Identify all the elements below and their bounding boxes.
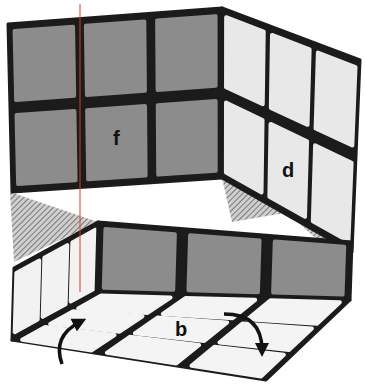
cube-sticker	[86, 21, 145, 95]
cube-sticker	[269, 124, 307, 217]
cube-sticker	[188, 235, 259, 292]
cube-sticker	[271, 35, 310, 125]
cube-sticker	[157, 16, 215, 90]
face-label: d	[282, 160, 294, 180]
cube-sticker	[107, 337, 199, 364]
guide-line	[80, 4, 81, 292]
turn-arrow	[59, 322, 80, 364]
turn-arrow	[224, 314, 262, 350]
cube-sticker	[219, 323, 311, 350]
face-label: b	[175, 319, 187, 339]
cube-sticker	[191, 347, 283, 377]
cube-sticker	[15, 27, 75, 100]
cube-sticker	[71, 230, 96, 302]
cube-sticker	[78, 296, 170, 313]
cube-sticker	[104, 229, 175, 290]
cube-face	[96, 222, 352, 300]
cube-faces	[8, 8, 360, 380]
cube-sticker	[87, 106, 145, 179]
cube-sticker	[313, 145, 352, 241]
cube-sticker	[43, 245, 68, 317]
cube-sticker	[15, 261, 40, 333]
cube-sticker	[316, 53, 356, 146]
cube-sticker	[273, 242, 344, 295]
cube-sticker	[226, 103, 263, 193]
face-label: f	[113, 128, 120, 148]
cube-face	[12, 294, 350, 380]
cube-sticker	[17, 111, 76, 184]
cube-face	[8, 8, 222, 192]
cube-sticker	[158, 101, 216, 175]
cube-face	[222, 8, 360, 252]
turn-arrows	[59, 314, 262, 364]
cube-sticker	[247, 300, 339, 324]
cube-sticker	[226, 17, 264, 104]
